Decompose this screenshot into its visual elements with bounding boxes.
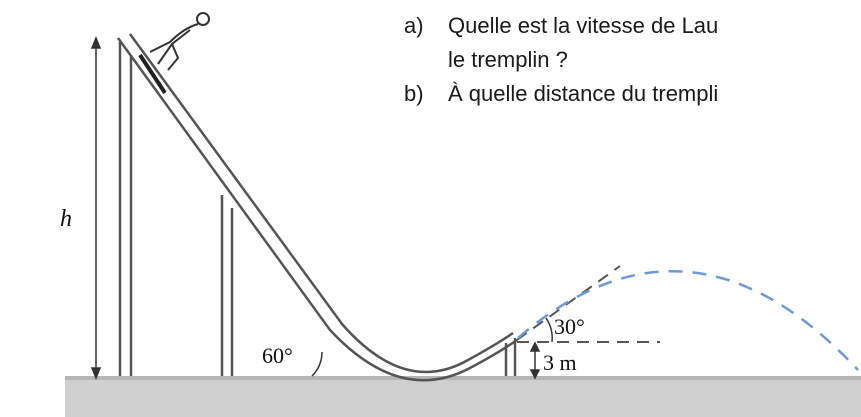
angle-arc-60 xyxy=(311,351,323,377)
angle-label-60: 60° xyxy=(262,343,293,368)
height-label: h xyxy=(60,206,72,232)
question-a-line-2: le tremplin ? xyxy=(448,47,568,72)
lip-height-dimension xyxy=(529,341,541,380)
launch-reference-lines xyxy=(516,265,660,343)
ground-top-edge xyxy=(65,376,861,380)
angle-arc-30 xyxy=(545,317,553,343)
skier-icon xyxy=(149,12,210,71)
angle-label-30: 30° xyxy=(554,314,585,339)
question-a-label: a) xyxy=(404,13,424,38)
height-dimension xyxy=(90,35,102,381)
support-posts xyxy=(118,42,517,376)
ground xyxy=(65,376,861,417)
lip-height-label: 3 m xyxy=(543,350,577,375)
ramp-track xyxy=(116,33,518,382)
takeoff-pad xyxy=(138,53,167,95)
question-b-label: b) xyxy=(404,81,424,106)
question-a-line-1: Quelle est la vitesse de Lau xyxy=(448,13,719,38)
question-b-line-1: À quelle distance du trempli xyxy=(448,81,719,106)
trajectory xyxy=(517,270,859,371)
